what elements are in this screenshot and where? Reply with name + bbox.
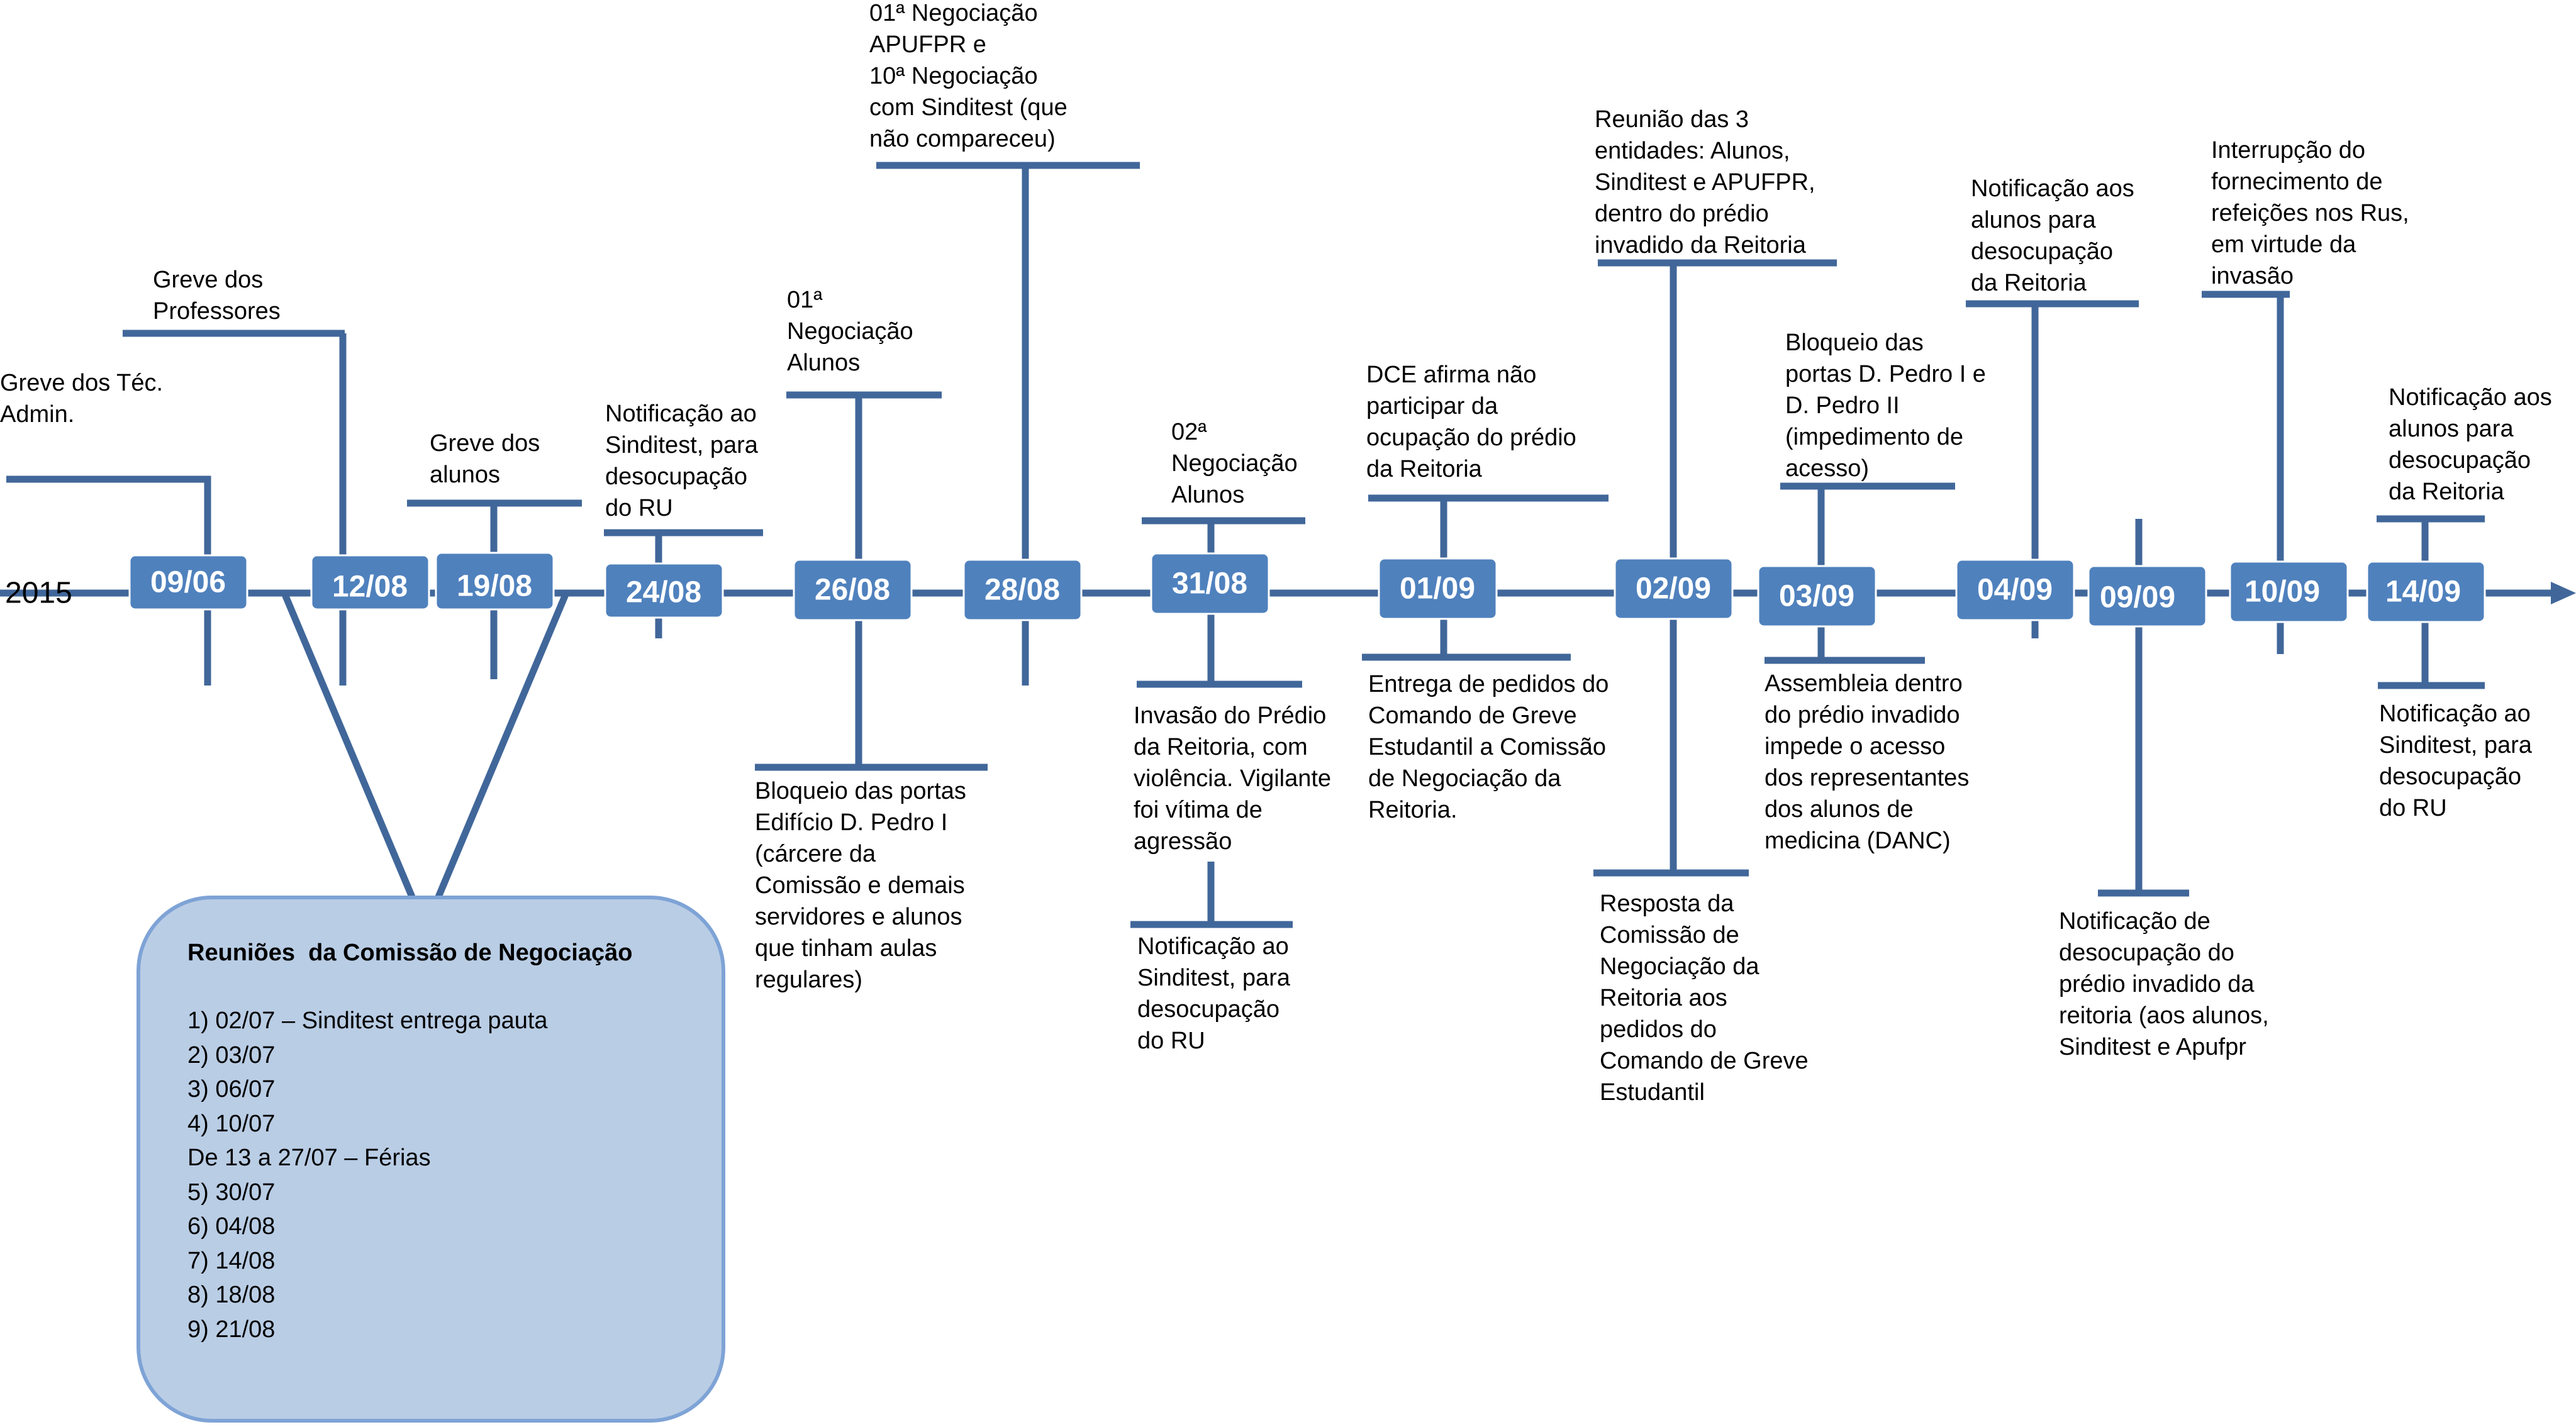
event-stem-0906 [6,475,211,686]
event-label-1409-bottom: Notificação ao Sinditest, para desocupaç… [2379,701,2532,821]
meeting-item: 5) 30/07 [187,1179,276,1206]
event-label-1009: Interrupção do fornecimento de refeições… [2211,137,2409,289]
meeting-item: 9) 21/08 [187,1316,276,1343]
date-label: 02/09 [1636,572,1711,606]
event-label-1908: Greve dos alunos [430,430,540,488]
date-node-1208: 12/08 [310,554,430,611]
date-node-3108: 31/08 [1150,552,1270,615]
event-label-1208: Greve dos Professores [153,267,281,325]
date-node-0309: 03/09 [1757,565,1877,628]
meeting-item: 2) 03/07 [187,1041,276,1069]
event-label-1409-top: Notificação aos alunos para desocupação … [2389,384,2552,505]
date-label: 14/09 [2385,575,2461,609]
event-label-2408: Notificação ao Sinditest, para desocupaç… [605,401,758,521]
date-label: 12/08 [332,570,408,604]
date-label: 28/08 [984,574,1060,607]
date-node-0409: 04/09 [1955,558,2075,621]
event-label-3108-bottom: Notificação ao Sinditest, para desocupaç… [1137,933,1290,1054]
date-label: 04/09 [1977,574,2053,607]
date-node-0109: 01/09 [1378,557,1498,620]
date-label: 26/08 [815,574,890,607]
event-label-0409: Notificação aos alunos para desocupação … [1971,175,2134,296]
event-label-0309-top: Bloqueio das portas D. Pedro I e D. Pedr… [1785,330,1986,482]
callout-connector-right [435,591,570,899]
event-label-0906: Greve dos Téc. Admin. [0,370,164,428]
date-node-1409: 14/09 [2366,560,2486,623]
meetings-title: Reuniões da Comissão de Negociação [187,940,633,966]
date-node-0906: 09/06 [128,554,248,611]
event-label-0309-bottom: Assembleia dentro do prédio invadido imp… [1765,670,1970,854]
date-node-2808: 28/08 [962,558,1083,621]
meetings-callout: Reuniões da Comissão de Negociação 1) 02… [137,896,725,1423]
year-label: 2015 [5,577,72,610]
meeting-item: 8) 18/08 [187,1282,276,1308]
event-label-2608-bottom: Bloqueio das portas Edifício D. Pedro I … [755,778,966,993]
event-label-2608-top: 01ª Negociação Alunos [787,287,913,376]
event-label-0209-bottom: Resposta da Comissão de Negociação da Re… [1600,891,1809,1106]
date-label: 10/09 [2244,575,2320,609]
meeting-item: 1) 02/07 – Sinditest entrega pauta [187,1008,548,1034]
date-label: 09/09 [2100,581,2175,614]
meeting-item: 7) 14/08 [187,1247,276,1274]
event-label-3108-top: 02ª Negociação Alunos [1171,419,1298,508]
event-label-0909: Notificação de desocupação do prédio inv… [2059,908,2269,1060]
date-node-0209: 02/09 [1614,557,1734,620]
date-node-2608: 26/08 [793,558,913,621]
date-label: 03/09 [1779,580,1854,613]
meeting-item: 6) 04/08 [187,1213,276,1240]
date-node-1908: 19/08 [435,552,555,611]
timeline-arrowhead [2551,582,2576,604]
date-label: 31/08 [1172,567,1247,601]
callout-connector-left [281,591,416,899]
event-label-0109-top: DCE afirma não participar da ocupação do… [1366,362,1576,482]
date-node-0909: 09/09 [2087,565,2207,628]
date-label: 24/08 [626,576,701,609]
meeting-item: De 13 a 27/07 – Férias [187,1145,431,1171]
date-node-2408: 24/08 [604,562,724,619]
date-label: 19/08 [457,570,532,603]
meeting-item: 3) 06/07 [187,1076,276,1102]
event-label-3108-middle: Invasão do Prédio da Reitoria, com violê… [1134,702,1332,855]
date-label: 01/09 [1400,572,1475,606]
event-label-0109-bottom: Entrega de pedidos do Comando de Greve E… [1368,671,1609,823]
meeting-item: 4) 10/07 [187,1110,276,1137]
date-label: 09/06 [150,566,226,599]
date-node-1009: 10/09 [2229,560,2349,623]
event-label-2808: 01ª Negociação APUFPR e 10ª Negociação c… [869,0,1068,152]
event-label-0209-top: Reunião das 3 entidades: Alunos, Sindite… [1595,106,1815,258]
